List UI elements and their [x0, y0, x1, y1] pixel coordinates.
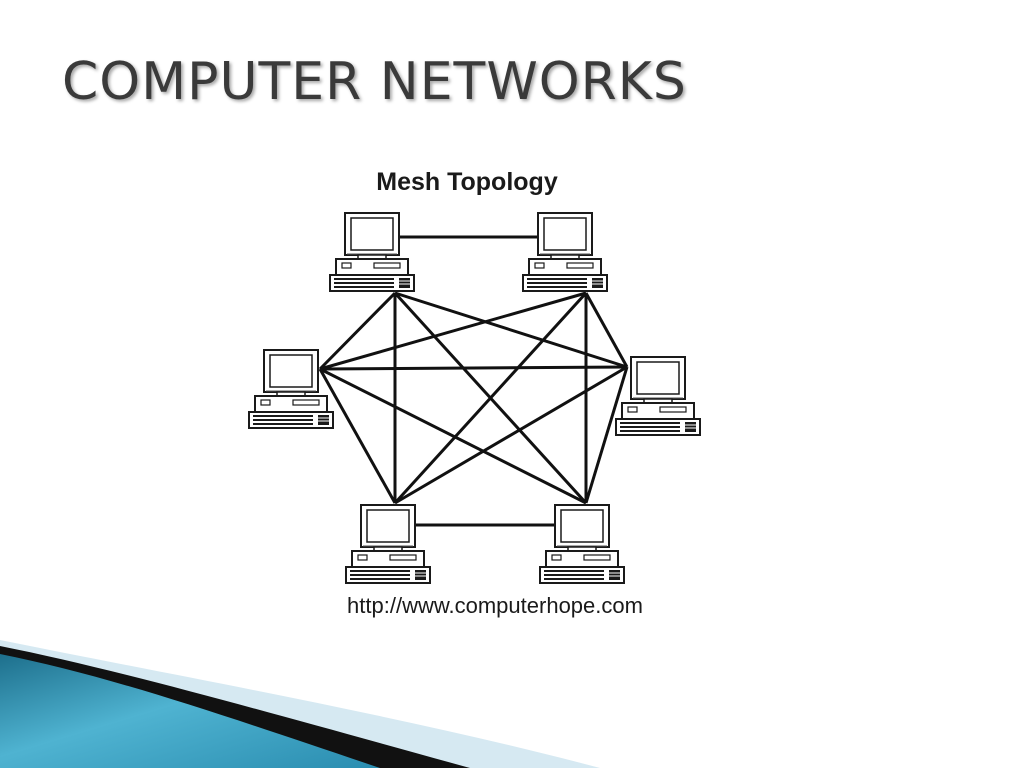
- desktop-computer-icon: [345, 504, 431, 584]
- link-top-left-mid-left: [318, 291, 397, 371]
- link-mid-left-bottom-left: [318, 368, 397, 504]
- link-mid-right-bottom-right: [584, 366, 629, 504]
- link-mid-left-mid-right: [319, 365, 628, 371]
- desktop-computer-icon: [329, 212, 415, 292]
- link-top-right-mid-left: [319, 291, 587, 371]
- desktop-computer-icon: [248, 349, 334, 429]
- slide-title: COMPUTER NETWORKS: [62, 52, 687, 112]
- link-mid-left-bottom-right: [319, 367, 587, 505]
- link-top-left-mid-right: [394, 291, 628, 369]
- desktop-computer-icon: [522, 212, 608, 292]
- link-top-right-mid-right: [584, 292, 629, 368]
- source-url: http://www.computerhope.com: [347, 593, 643, 618]
- desktop-computer-icon: [615, 356, 701, 436]
- footer-swoosh-decoration: [0, 640, 600, 768]
- link-mid-right-bottom-left: [394, 365, 628, 505]
- mesh-nodes: [248, 212, 701, 584]
- desktop-computer-icon: [539, 504, 625, 584]
- mesh-links: [318, 235, 629, 527]
- link-top-right-bottom-left: [393, 291, 588, 505]
- diagram-caption: Mesh Topology: [376, 168, 558, 196]
